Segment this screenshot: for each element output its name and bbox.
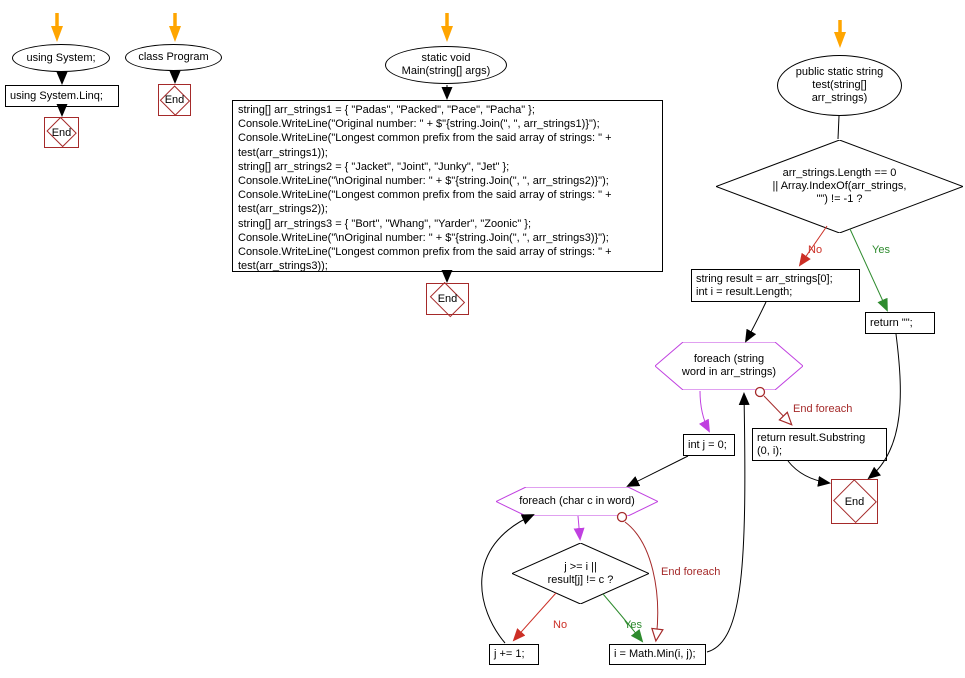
start-using-system-label: using System; bbox=[26, 51, 96, 64]
code-line: Console.WriteLine("\nOriginal number: " … bbox=[238, 175, 609, 188]
edge-test-to-condition bbox=[837, 115, 840, 140]
code-line: test(arr_strings1)); bbox=[238, 146, 328, 159]
int-j-box: int j = 0; bbox=[683, 434, 735, 456]
no-branch-label-1: No bbox=[808, 244, 823, 256]
condition-empty-check-diamond: arr_strings.Length == 0 || Array.IndexOf… bbox=[716, 140, 963, 233]
diamond-shape bbox=[716, 140, 963, 233]
code-line: Console.WriteLine("Longest common prefix… bbox=[238, 246, 612, 259]
return-substring-box: return result.Substring (0, i); bbox=[752, 428, 887, 461]
cond2-line1: j >= i || bbox=[564, 560, 597, 573]
code-line: test(arr_strings2)); bbox=[238, 203, 328, 216]
yes-branch-label-1: Yes bbox=[872, 244, 890, 256]
foreach-word-line2: word in arr_strings) bbox=[681, 366, 777, 378]
i-min-label: i = Math.Min(i, j); bbox=[614, 648, 696, 660]
test-label-line2: test(string[] bbox=[812, 79, 867, 91]
end-terminal-test: End bbox=[831, 479, 878, 524]
foreach-char-hexagon: foreach (char c in word) bbox=[496, 487, 658, 516]
end-terminal-class: End bbox=[158, 84, 191, 116]
edge-imin-loopback bbox=[706, 392, 750, 653]
edge-foreachword-to-intj bbox=[698, 390, 710, 433]
cond-line1: arr_strings.Length == 0 bbox=[782, 167, 897, 179]
return-empty-box: return ""; bbox=[865, 312, 935, 334]
i-min-box: i = Math.Min(i, j); bbox=[609, 644, 706, 665]
j-increment-box: j += 1; bbox=[489, 644, 539, 665]
return-substring-line1: return result.Substring bbox=[757, 431, 866, 444]
end-terminal-main: End bbox=[426, 281, 469, 317]
class-program-label: class Program bbox=[138, 51, 209, 63]
hexagon-shape bbox=[655, 342, 803, 390]
return-empty-label: return ""; bbox=[870, 316, 913, 329]
code-line: Console.WriteLine("Longest common prefix… bbox=[238, 132, 612, 145]
hexagon-shape bbox=[496, 487, 658, 516]
start-class-program-ellipse: class Program bbox=[125, 44, 222, 71]
using-system-linq-label: using System.Linq; bbox=[10, 89, 103, 102]
condition-char-mismatch-diamond: j >= i || result[j] != c ? bbox=[512, 543, 649, 604]
foreach-word-line1: foreach (string bbox=[693, 353, 765, 365]
edge-returnsub-to-end bbox=[787, 460, 831, 487]
test-label-line1: public static string bbox=[795, 66, 884, 78]
test-label-line3: arr_strings) bbox=[811, 92, 868, 104]
cond2-line2: result[j] != c ? bbox=[547, 573, 614, 586]
main-code-box: string[] arr_strings1 = { "Padas", "Pack… bbox=[232, 100, 663, 272]
result-init-box: string result = arr_strings[0]; int i = … bbox=[691, 269, 860, 302]
main-label-line2: Main(string[] args) bbox=[401, 65, 491, 77]
code-line: string[] arr_strings1 = { "Padas", "Pack… bbox=[238, 104, 535, 116]
start-arrow-icon bbox=[51, 13, 846, 48]
edge-result-to-foreach-word bbox=[745, 301, 767, 343]
end-label: End bbox=[437, 293, 458, 305]
code-line: Console.WriteLine("Original number: " + … bbox=[238, 118, 600, 131]
foreach-word-hexagon: foreach (string word in arr_strings) bbox=[655, 342, 803, 390]
using-system-linq-box: using System.Linq; bbox=[5, 85, 119, 107]
cond-line2: || Array.IndexOf(arr_strings, bbox=[772, 180, 907, 192]
start-test-ellipse: public static string test(string[] arr_s… bbox=[777, 55, 902, 116]
code-line: test(arr_strings3)); bbox=[238, 260, 328, 273]
result-init-line2: int i = result.Length; bbox=[696, 285, 793, 298]
no-branch-label-2: No bbox=[553, 619, 568, 631]
int-j-label: int j = 0; bbox=[688, 438, 727, 451]
start-using-system-ellipse: using System; bbox=[12, 44, 110, 72]
end-foreach-label-1: End foreach bbox=[793, 403, 853, 415]
main-label-line1: static void bbox=[421, 52, 471, 64]
cond-line3: "") != -1 ? bbox=[816, 193, 863, 205]
end-foreach-label-2: End foreach bbox=[661, 566, 721, 578]
result-init-line1: string result = arr_strings[0]; bbox=[696, 272, 833, 285]
edge-foreachchar-to-cond2 bbox=[573, 515, 585, 541]
end-label: End bbox=[164, 94, 185, 106]
j-increment-label: j += 1; bbox=[494, 648, 525, 660]
yes-branch-label-2: Yes bbox=[624, 619, 642, 631]
edge-endforeach-word bbox=[763, 395, 793, 426]
code-line: Console.WriteLine("\nOriginal number: " … bbox=[238, 231, 609, 244]
code-line: string[] arr_strings2 = { "Jacket", "Joi… bbox=[238, 160, 510, 173]
end-label: End bbox=[51, 126, 72, 139]
edge-intj-to-foreach-char bbox=[626, 455, 689, 487]
code-line: string[] arr_strings3 = { "Bort", "Whang… bbox=[238, 217, 532, 230]
code-line: Console.WriteLine("Longest common prefix… bbox=[238, 189, 612, 202]
foreach-char-label: foreach (char c in word) bbox=[519, 495, 635, 507]
end-terminal-using: End bbox=[44, 117, 79, 148]
return-substring-line2: (0, i); bbox=[757, 444, 783, 457]
start-main-ellipse: static void Main(string[] args) bbox=[385, 46, 507, 84]
end-label: End bbox=[844, 495, 865, 508]
